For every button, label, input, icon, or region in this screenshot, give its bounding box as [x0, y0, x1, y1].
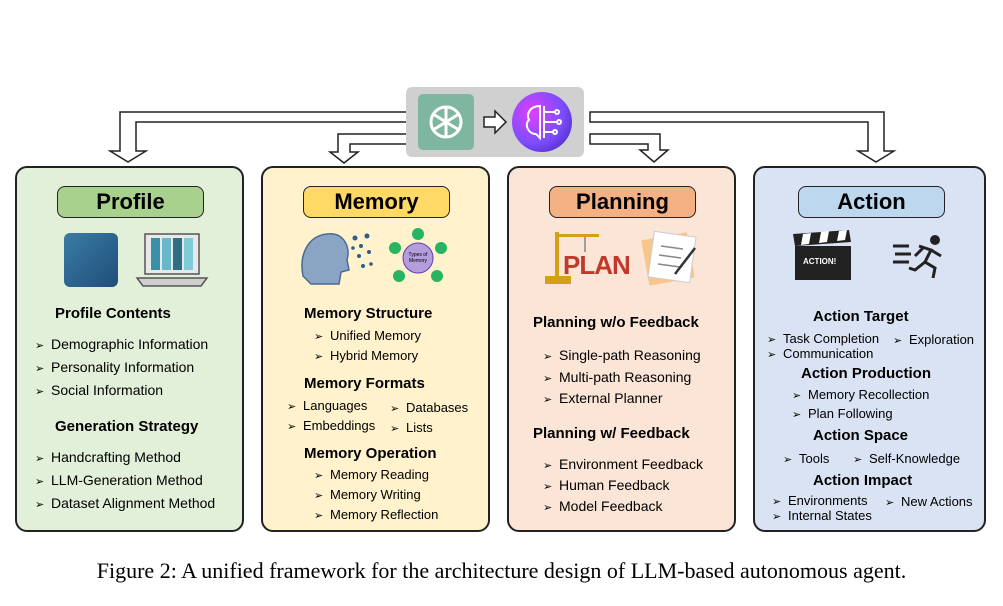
panel-title: Action — [798, 186, 945, 218]
figure-caption: Figure 2: A unified framework for the ar… — [96, 558, 907, 583]
list-item: ➢Model Feedback — [543, 498, 663, 514]
panel-title: Planning — [549, 186, 696, 218]
panel-title: Profile — [57, 186, 204, 218]
planning-panel: Planning PLAN Planning w/o Feedback ➢Sin… — [507, 166, 736, 532]
list-item: ➢Tools — [783, 451, 830, 466]
list-item: ➢Memory Reading — [314, 467, 429, 482]
connector-arrows — [107, 111, 897, 164]
list-item: ➢Demographic Information — [35, 336, 209, 352]
head-memory-icon — [297, 226, 377, 290]
list-item: ➢Databases — [390, 400, 469, 415]
section-heading: Memory Formats — [304, 375, 425, 392]
section-heading: Planning w/o Feedback — [533, 314, 699, 331]
action-board-label: ACTION! — [803, 257, 837, 266]
action-panel: Action ACTION! Action Target ➢Task Compl… — [753, 166, 986, 532]
list-item: ➢Unified Memory — [314, 328, 422, 343]
list-item: ➢Memory Writing — [314, 487, 421, 502]
arrow-to-planning — [589, 133, 671, 163]
arrow-to-memory — [327, 133, 409, 164]
list-item: ➢Memory Reflection — [314, 507, 439, 522]
list-item: ➢New Actions — [885, 494, 973, 509]
section-heading: Memory Structure — [304, 305, 433, 322]
panel-title: Memory — [303, 186, 450, 218]
section-heading: Profile Contents — [55, 305, 171, 322]
list-item: ➢Hybrid Memory — [314, 348, 419, 363]
section-heading: Action Production — [801, 365, 931, 382]
list-item: ➢Embeddings — [287, 418, 376, 433]
list-item: ➢Internal States — [772, 508, 872, 523]
list-item: ➢Environments — [772, 493, 868, 508]
types-of-memory-icon: Types of Memory — [387, 226, 449, 290]
list-item: ➢Plan Following — [792, 406, 893, 421]
arrow-to-action — [589, 111, 897, 163]
list-item: ➢Social Information — [35, 382, 164, 398]
list-item: ➢Self-Knowledge — [853, 451, 961, 466]
plan-crane-icon: PLAN — [539, 228, 631, 288]
profile-panel: Profile Profile Contents ➢Demographic In… — [15, 166, 244, 532]
list-item: ➢Exploration — [893, 332, 975, 347]
list-item: ➢Communication — [767, 346, 874, 361]
arrow-to-profile — [107, 111, 409, 163]
list-item: ➢Languages — [287, 398, 368, 413]
llm-agent-box — [406, 87, 584, 157]
profile-image-icon — [64, 233, 118, 287]
list-item: ➢Personality Information — [35, 359, 195, 375]
list-item: ➢Memory Recollection — [792, 387, 930, 402]
clapperboard-icon: ACTION! — [789, 230, 855, 282]
memory-panel: Memory Types of Memory Memory Structure … — [261, 166, 490, 532]
list-item: ➢Human Feedback — [543, 477, 670, 493]
section-heading: Action Target — [813, 308, 909, 325]
list-item: ➢Lists — [390, 420, 433, 435]
section-heading: Action Space — [813, 427, 909, 444]
arrow-right-icon — [483, 109, 508, 135]
section-heading: Generation Strategy — [55, 418, 199, 435]
list-item: ➢Multi-path Reasoning — [543, 369, 692, 385]
list-item: ➢Environment Feedback — [543, 456, 703, 472]
list-item: ➢LLM-Generation Method — [35, 472, 203, 488]
list-item: ➢Task Completion — [767, 331, 880, 346]
checklist-icon — [639, 228, 701, 288]
laptop-folders-icon — [135, 228, 211, 290]
list-item: ➢External Planner — [543, 390, 663, 406]
section-heading: Memory Operation — [304, 445, 437, 462]
list-item: ➢Single-path Reasoning — [543, 347, 701, 363]
list-item: ➢Handcrafting Method — [35, 449, 181, 465]
list-item: ➢Dataset Alignment Method — [35, 495, 216, 511]
plan-label: PLAN — [563, 250, 631, 280]
openai-logo-icon — [418, 94, 474, 150]
section-heading: Action Impact — [813, 472, 913, 489]
section-heading: Planning w/ Feedback — [533, 425, 690, 442]
types-of-memory-label: Types of Memory — [408, 252, 428, 264]
running-person-icon — [891, 232, 951, 282]
brain-chip-icon — [512, 92, 572, 152]
